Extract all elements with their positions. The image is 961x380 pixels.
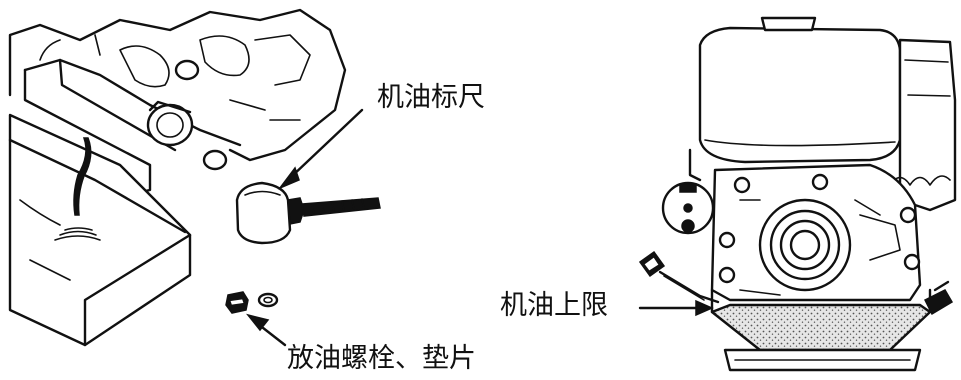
dipstick-part [235, 181, 381, 245]
oil-upper-limit-label: 机油上限 [500, 290, 608, 321]
starter-cover-right [661, 148, 715, 235]
leader-arrow-right [638, 299, 714, 317]
drain-bolt-gasket-part [225, 291, 279, 314]
engine-block-right [710, 38, 957, 302]
dipstick-label: 机油标尺 [377, 82, 485, 113]
dipstick-inserted-right [638, 250, 720, 304]
engine-crankcase-left [8, 8, 347, 194]
oil-pan-left [8, 113, 192, 347]
fuel-tank [698, 16, 902, 164]
oil-pan-right [710, 280, 954, 372]
drain-bolt-gasket-label: 放油螺栓、垫片 [287, 343, 476, 374]
leader-arrows-left [246, 108, 364, 347]
